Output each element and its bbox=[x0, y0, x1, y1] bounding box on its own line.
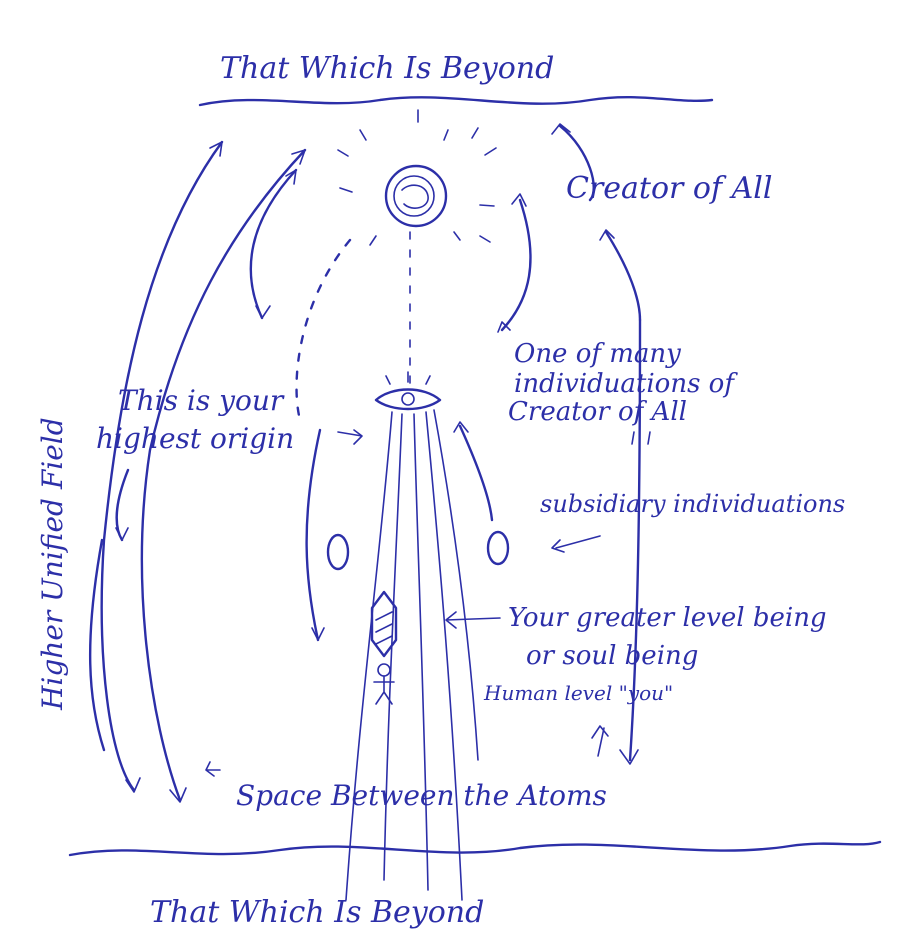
human-figure-icon bbox=[373, 663, 395, 705]
origin-pointer-arrow bbox=[337, 429, 363, 445]
right-flow-arcs bbox=[453, 123, 651, 765]
soul-being-icon bbox=[370, 590, 398, 658]
space-arrow bbox=[205, 761, 221, 777]
bottom-boundary-line bbox=[68, 840, 882, 857]
light-beam bbox=[345, 409, 479, 901]
one-of-many-line-2: individuations of bbox=[514, 369, 738, 399]
creator-label: Creator of All bbox=[566, 171, 772, 206]
space-between-label: Space Between the Atoms bbox=[236, 779, 607, 812]
eye-icon bbox=[374, 371, 442, 411]
greater-being-line-2: or soul being bbox=[526, 641, 698, 671]
left-flow-arcs bbox=[88, 140, 352, 803]
human-level-label: Human level "you" bbox=[483, 681, 673, 705]
one-of-many-line-1: One of many bbox=[514, 339, 681, 369]
bottom-boundary-label: That Which Is Beyond bbox=[150, 895, 484, 930]
right-oval bbox=[486, 530, 510, 566]
one-of-many-line-3: Creator of All bbox=[508, 397, 687, 427]
greater-being-line-1: Your greater level being bbox=[508, 603, 827, 633]
highest-origin-line-1: This is your bbox=[118, 384, 285, 417]
creator-source-icon bbox=[337, 109, 497, 246]
left-oval bbox=[326, 533, 350, 571]
top-boundary-label: That Which Is Beyond bbox=[220, 51, 554, 86]
soul-pointer-arrow bbox=[445, 611, 501, 629]
highest-origin-line-2: highest origin bbox=[96, 422, 294, 455]
subsidiary-label: subsidiary individuations bbox=[540, 490, 845, 518]
top-boundary-line bbox=[198, 95, 714, 107]
higher-field-label: Higher Unified Field bbox=[36, 417, 69, 711]
